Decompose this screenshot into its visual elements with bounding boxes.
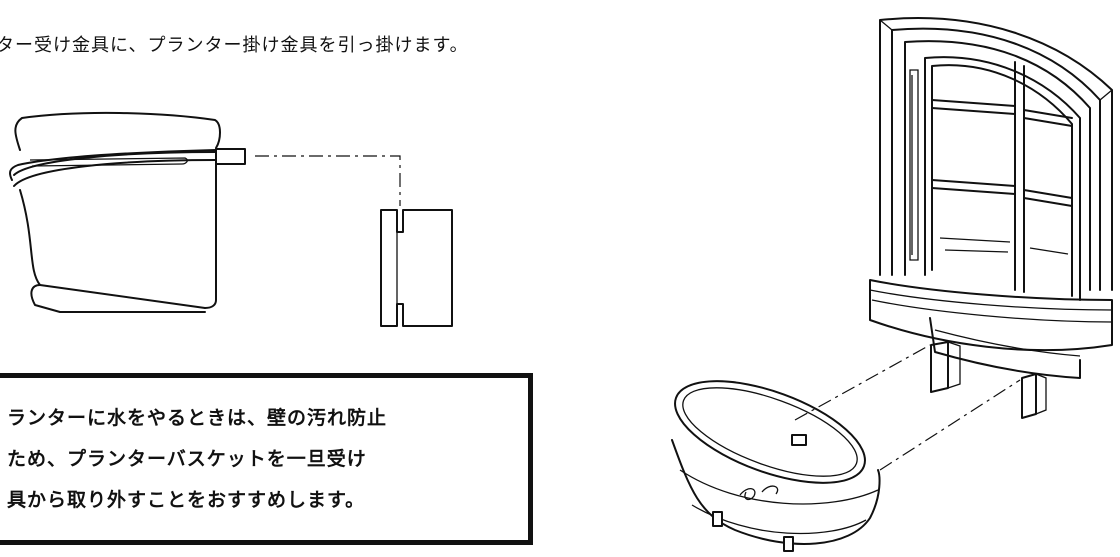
connector-line xyxy=(255,155,401,206)
instruction-text: ター受け金具に、プランター掛け金具を引っ掛けます。 xyxy=(0,35,469,56)
note-line-2: ため、プランターバスケットを一旦受け xyxy=(7,448,367,470)
planter-hook-detail xyxy=(9,111,246,313)
window-box-illustration xyxy=(869,17,1113,419)
bracket-detail xyxy=(380,209,453,327)
note-line-1: ランターに水をやるときは、壁の汚れ防止 xyxy=(7,407,388,429)
connector-line-left xyxy=(794,344,931,421)
note-box: ランターに水をやるときは、壁の汚れ防止 ため、プランターバスケットを一旦受け 具… xyxy=(0,373,533,545)
planter-basket-illustration xyxy=(671,380,881,552)
connector-line-right xyxy=(879,379,1021,471)
note-line-3: 具から取り外すことをおすすめします。 xyxy=(7,489,366,511)
